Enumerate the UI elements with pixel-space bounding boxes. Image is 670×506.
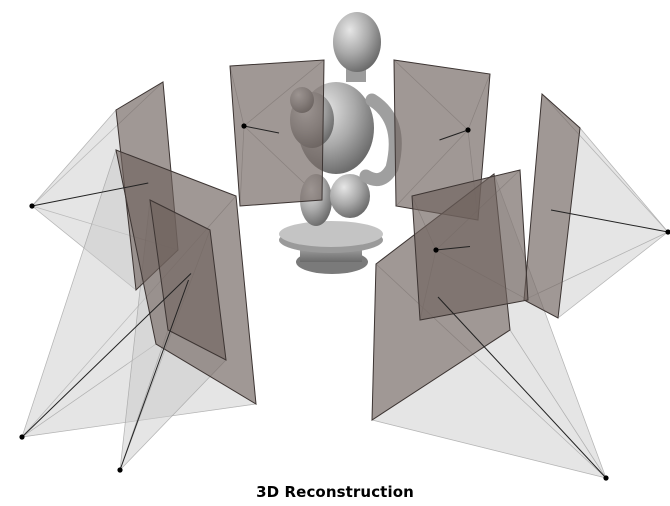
camera-center xyxy=(19,434,24,439)
camera-center xyxy=(465,127,470,132)
camera-center xyxy=(241,123,246,128)
statue-head xyxy=(333,12,381,72)
image-plane xyxy=(412,170,528,320)
camera-center xyxy=(29,203,34,208)
camera-center xyxy=(603,475,608,480)
camera-center xyxy=(117,467,122,472)
statue-base-top xyxy=(279,221,383,247)
camera-center xyxy=(433,247,438,252)
figure-caption: 3D Reconstruction xyxy=(0,483,670,501)
